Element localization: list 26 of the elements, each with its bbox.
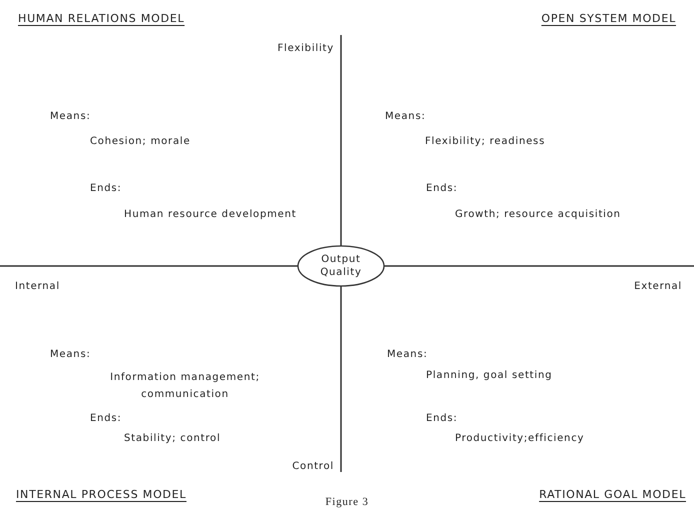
model-heading: INTERNAL PROCESS MODEL <box>16 488 186 502</box>
quadrant-text: Information management; communication <box>109 371 261 402</box>
quadrant-text: Means: <box>50 348 91 362</box>
quadrant-text: Ends: <box>90 182 122 196</box>
figure-caption: Figure 3 <box>325 496 369 508</box>
quadrant-text: Flexibility; readiness <box>425 135 546 149</box>
quadrant-text: Cohesion; morale <box>90 135 190 149</box>
model-heading: HUMAN RELATIONS MODEL <box>18 12 185 26</box>
quadrant-text: Ends: <box>90 412 122 426</box>
quadrant-text: Ends: <box>426 182 458 196</box>
axis-label: Control <box>292 460 334 474</box>
quadrant-text: Productivity;efficiency <box>455 432 584 446</box>
quadrant-text: Means: <box>387 348 428 362</box>
quadrant-text: Stability; control <box>124 432 221 446</box>
quadrant-text: Ends: <box>426 412 458 426</box>
quadrant-text: Means: <box>50 110 91 124</box>
quadrant-text: Growth; resource acquisition <box>455 208 621 222</box>
axis-label: Internal <box>15 280 60 294</box>
quadrant-text: Planning, goal setting <box>426 369 552 383</box>
model-heading: RATIONAL GOAL MODEL <box>539 488 686 502</box>
axis-label: External <box>634 280 682 294</box>
quadrant-text: Means: <box>385 110 426 124</box>
model-heading: OPEN SYSTEM MODEL <box>541 12 676 26</box>
axis-label: Flexibility <box>277 42 334 56</box>
quadrant-text: Human resource development <box>124 208 296 222</box>
ellipse-node: Output Quality <box>297 245 385 287</box>
